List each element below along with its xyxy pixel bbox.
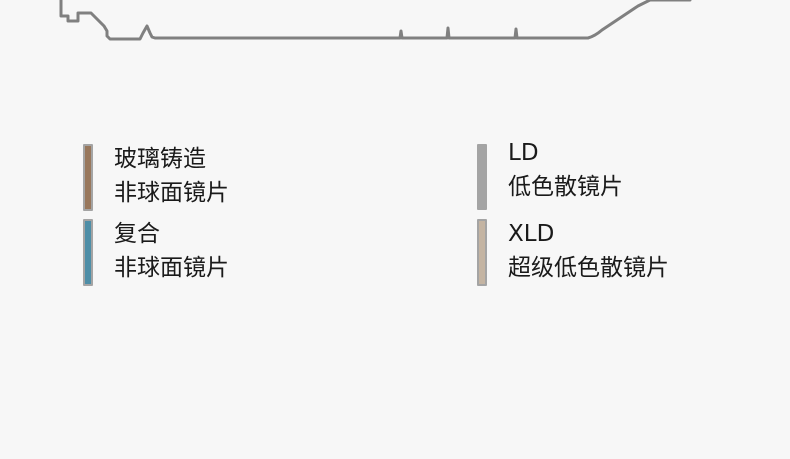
legend-item-hybrid-aspherical: 复合 非球面镜片 (83, 217, 229, 286)
legend-label-line1: LD (508, 140, 539, 166)
legend-item-glass-molded-aspherical: 玻璃铸造 非球面镜片 (83, 142, 229, 211)
legend-label-line2: 非球面镜片 (114, 255, 229, 281)
legend-label: 玻璃铸造 非球面镜片 (114, 142, 229, 210)
legend-swatch-blue (83, 219, 93, 286)
legend-label: 复合 非球面镜片 (114, 217, 229, 285)
legend-label-line1: XLD (508, 221, 555, 247)
legend-swatch-gray (477, 144, 487, 210)
legend-label: LD 低色散镜片 (508, 136, 623, 204)
legend-item-xld: XLD 超级低色散镜片 (477, 217, 669, 286)
legend-item-ld: LD 低色散镜片 (477, 136, 623, 210)
legend-swatch-brown (83, 144, 93, 211)
legend-label: XLD 超级低色散镜片 (508, 217, 669, 285)
legend-label-line1: 玻璃铸造 (114, 146, 206, 172)
legend-label-line2: 低色散镜片 (508, 174, 623, 200)
legend-label-line2: 非球面镜片 (114, 180, 229, 206)
lens-cross-section-outline (59, 0, 692, 41)
legend-swatch-tan (477, 219, 487, 286)
lens-barrel-outline (59, 0, 692, 41)
legend-label-line1: 复合 (114, 221, 160, 247)
legend-label-line2: 超级低色散镜片 (508, 255, 669, 281)
